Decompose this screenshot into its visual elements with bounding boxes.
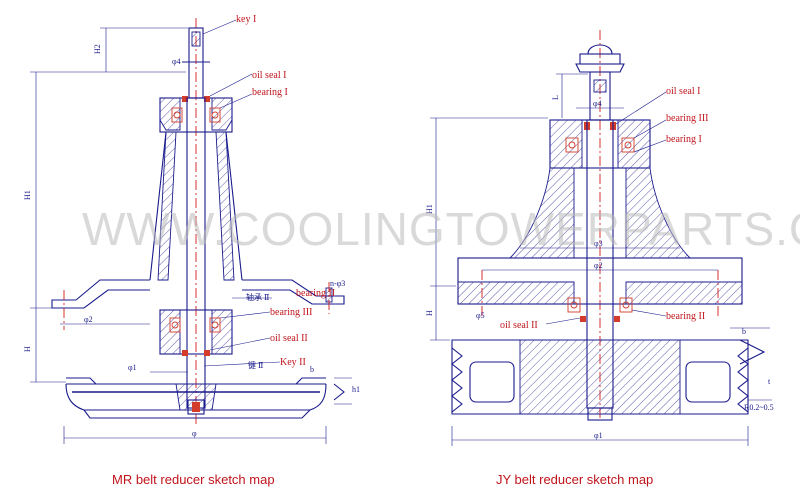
mr-dim-phi4: φ4 xyxy=(172,57,181,66)
jy-dim-l: L xyxy=(551,95,560,100)
mr-caption: MR belt reducer sketch map xyxy=(112,472,275,487)
mr-dim-b: b xyxy=(310,365,314,374)
jy-dim-h1: H1 xyxy=(425,204,434,214)
mr-dim-h1: H1 xyxy=(23,190,32,200)
mr-label-oil-seal-1: oil seal I xyxy=(252,70,286,81)
mr-dim-h2: H2 xyxy=(93,44,102,54)
mr-label-bearing-2: bearing II xyxy=(296,288,335,299)
mr-dim-phi1: φ1 xyxy=(128,363,137,372)
mr-label-key-2: Key II xyxy=(280,357,306,368)
jy-dim-b: b xyxy=(742,327,746,336)
jy-dim-phi2: φ2 xyxy=(594,261,603,270)
jy-label-oil-seal-1: oil seal I xyxy=(666,86,700,97)
mr-label-oil-seal-2: oil seal II xyxy=(270,333,308,344)
jy-label-bearing-2: bearing II xyxy=(666,311,705,322)
jy-dim-phi5: φ5 xyxy=(476,311,485,320)
mr-dim-phi: φ xyxy=(192,429,197,438)
jy-dim-t: t xyxy=(768,377,771,386)
mr-dim-h: H xyxy=(23,346,32,352)
mr-dim-phi2: φ2 xyxy=(84,315,93,324)
jy-label-bearing-1: bearing I xyxy=(666,134,702,145)
jy-reducer-drawing xyxy=(430,30,772,446)
watermark-text: WWW.COOLINGTOWERPARTS.CN xyxy=(82,203,800,255)
mr-dim-cn-bearing: 轴承 Ⅱ xyxy=(246,292,269,302)
jy-dimensions: H1 H L φ4 φ3 φ2 φ1 φ5 R0.2~0.5 t b xyxy=(425,95,774,440)
jy-caption: JY belt reducer sketch map xyxy=(496,472,653,487)
jy-label-bearing-3: bearing III xyxy=(666,113,708,124)
mr-labels: key I oil seal I bearing I bearing II be… xyxy=(202,14,335,370)
mr-dimensions: H2 H1 H φ4 φ2 φ1 φ n-φ3 b h1 xyxy=(23,44,360,438)
mr-label-key-1: key I xyxy=(236,14,256,25)
mr-label-bearing-3: bearing III xyxy=(270,307,312,318)
mr-label-bearing-1: bearing I xyxy=(252,87,288,98)
jy-dim-r: R0.2~0.5 xyxy=(744,403,774,412)
jy-dim-h: H xyxy=(425,310,434,316)
mr-dim-n-phi3: n-φ3 xyxy=(330,279,345,288)
mr-reducer-drawing xyxy=(30,18,352,444)
jy-labels: oil seal I bearing III bearing I oil sea… xyxy=(500,86,708,331)
jy-dim-phi4: φ4 xyxy=(593,99,602,108)
jy-dim-phi3: φ3 xyxy=(594,239,603,248)
jy-dim-phi1: φ1 xyxy=(594,431,603,440)
mr-dim-h1-small: h1 xyxy=(352,385,360,394)
jy-label-oil-seal-2: oil seal II xyxy=(500,320,538,331)
mr-dim-cn-key: 键 Ⅱ xyxy=(248,360,263,370)
